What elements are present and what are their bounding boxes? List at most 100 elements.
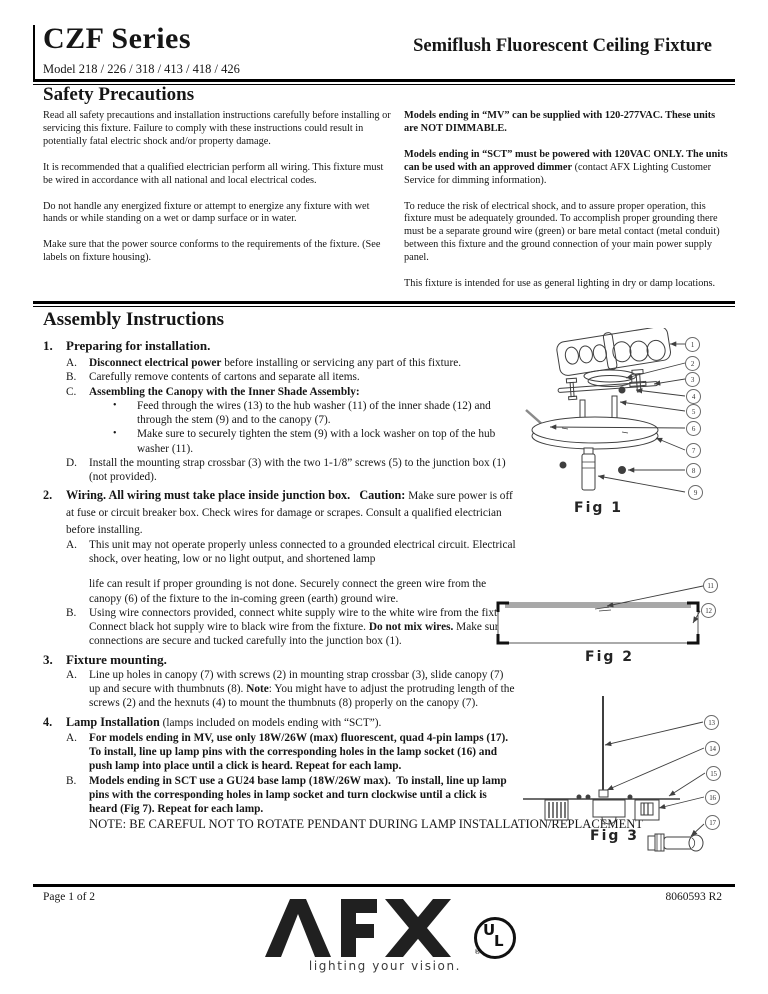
item-marker: D. (66, 457, 77, 470)
page-number: Page 1 of 2 (43, 891, 96, 903)
item-text: Assembling the Canopy with the Inner Sha… (89, 385, 517, 399)
item-bold-text: Do not mix wires. (368, 621, 454, 634)
registered-mark-icon: ® (474, 948, 481, 956)
item-bold-text: Note (246, 683, 269, 696)
series-title: CZF Series (43, 22, 192, 55)
item-marker: A. (66, 538, 77, 551)
fig3-callout-17: 17 (705, 815, 720, 830)
bullet-text: Make sure to securely tighten the stem (… (137, 428, 496, 455)
step-bold-text: Wiring. All wiring must take place insid… (66, 487, 406, 502)
step-number: 4. (43, 714, 53, 729)
item-plain-text: before installing or servicing any part … (221, 357, 462, 369)
item-marker: A. (66, 357, 77, 369)
safety-left-column: Read all safety precautions and installa… (43, 110, 395, 278)
item-text: Disconnect electrical power before insta… (89, 356, 517, 370)
step-heading-text: Wiring. All wiring must take place insid… (66, 487, 517, 538)
item-bold-text: For models ending in MV, use only 18W/26… (89, 731, 509, 773)
document-number: 8060593 R2 (665, 891, 722, 903)
item-text: Using wire connectors provided, connect … (89, 606, 517, 649)
product-title: Semiflush Fluorescent Ceiling Fixture (413, 36, 712, 56)
figure-3-label: Fig 3 (590, 828, 639, 844)
step-number: 3. (43, 651, 53, 667)
step-1b: B. Carefully remove contents of cartons … (43, 370, 517, 384)
figure-2-shade-side-view: 11 12 Fig 2 (495, 575, 735, 672)
footer-rule (33, 884, 735, 887)
ul-letter-u: U (483, 921, 496, 939)
safety-bold-text: Models ending in “MV” can be supplied wi… (404, 110, 716, 134)
fig3-callout-16: 16 (705, 790, 720, 805)
fig3-callout-15: 15 (706, 766, 721, 781)
item-marker: B. (66, 371, 77, 384)
safety-right-column: Models ending in “MV” can be supplied wi… (404, 110, 730, 304)
lamp-warning-note: NOTE: BE CAREFUL NOT TO ROTATE PENDANT D… (89, 817, 644, 832)
fig1-callout-8: 8 (686, 463, 701, 478)
figure-3-line-art (523, 696, 706, 852)
step-1c: C. Assembling the Canopy with the Inner … (43, 385, 517, 399)
item-plain-text: Line up holes in canopy (7) with screws … (89, 668, 504, 696)
figure-1-line-art (525, 328, 686, 493)
fig1-callout-7: 7 (686, 443, 701, 458)
figure-1-label: Fig 1 (574, 500, 623, 516)
item-text: For models ending in MV, use only 18W/26… (89, 731, 517, 774)
step-4-heading: 4. Lamp Installation (lamps included on … (43, 714, 517, 731)
step-2b: B. Using wire connectors provided, conne… (43, 606, 517, 649)
item-text: Line up holes in canopy (7) with screws … (89, 668, 517, 711)
step-bold-text: Lamp Installation (66, 714, 160, 729)
item-bold-text: Models ending in SCT use a GU24 base lam… (89, 774, 507, 816)
safety-paragraph: Do not handle any energized fixture or a… (43, 200, 370, 225)
section-divider-rule (33, 301, 735, 307)
bullet-icon: • (113, 428, 117, 440)
fig1-callout-6: 6 (686, 421, 701, 436)
item-plain-text: Make sure connections are secure and tuc… (89, 621, 504, 648)
step-number: 2. (43, 487, 53, 502)
fig1-callout-9: 9 (688, 485, 703, 500)
fig3-callout-14: 14 (705, 741, 720, 756)
ul-certification-logo: U L ® (474, 917, 516, 959)
safety-paragraph: It is recommended that a qualified elect… (43, 161, 384, 186)
item-text: This unit may not operate properly unles… (89, 538, 516, 565)
safety-paragraph: This fixture is intended for use as gene… (404, 278, 716, 290)
fig1-callout-4: 4 (686, 389, 701, 404)
safety-paragraph: Models ending in “MV” can be supplied wi… (404, 110, 730, 136)
fig2-callout-11: 11 (703, 578, 718, 593)
assembly-title: Assembly Instructions (43, 309, 225, 330)
bullet-icon: • (113, 399, 117, 411)
header-left-border (33, 25, 35, 80)
step-3-heading: 3. Fixture mounting. (43, 652, 517, 668)
figure-2-line-art (496, 585, 704, 645)
fig1-callout-3: 3 (685, 372, 700, 387)
item-text: Carefully remove contents of cartons and… (89, 371, 360, 384)
fig3-callout-13: 13 (704, 715, 719, 730)
fig1-callout-1: 1 (685, 337, 700, 352)
item-bold-text: Disconnect electrical power (89, 357, 222, 369)
item-bold-text: Assembling the Canopy with the Inner Sha… (89, 385, 360, 398)
step-2a-continued: life can result if proper grounding is n… (43, 577, 517, 606)
item-text: Models ending in SCT use a GU24 base lam… (89, 774, 517, 817)
item-text: life can result if proper grounding is n… (89, 578, 487, 605)
item-marker: A. (66, 668, 77, 681)
figure-1-exploded-view: 1 2 3 4 5 6 7 8 9 Fig 1 (522, 328, 762, 520)
safety-paragraph: Models ending in “SCT” must be powered w… (404, 149, 730, 188)
safety-bold-text: Models ending in “SCT” must be powered w… (404, 148, 728, 173)
step-2a: A. This unit may not operate properly un… (43, 538, 517, 567)
step-4a: A. For models ending in MV, use only 18W… (43, 731, 517, 774)
header-rule (33, 79, 735, 85)
item-marker: B. (66, 606, 77, 619)
safety-text: (contact AFX Lighting Customer Service f… (404, 161, 712, 186)
step-1c-bullet-1: • Feed through the wires (13) to the hub… (43, 399, 517, 428)
item-plain-text: Using wire connectors provided, connect … (89, 606, 515, 634)
item-marker: C. (66, 385, 77, 398)
figure-3-ballast-assembly: 13 14 15 16 17 Fig 3 (495, 690, 768, 863)
fig2-callout-12: 12 (701, 603, 716, 618)
step-heading-text: Lamp Installation (lamps included on mod… (66, 714, 517, 731)
step-1d: D. Install the mounting strap crossbar (… (43, 456, 517, 485)
step-heading-text: Fixture mounting. (66, 651, 167, 667)
step-plain-text: (lamps included on models ending with “S… (159, 716, 382, 729)
step-number: 1. (43, 338, 53, 353)
model-list: Model 218 / 226 / 318 / 413 / 418 / 426 (43, 62, 240, 76)
brand-tagline: lighting your vision. (308, 959, 462, 973)
assembly-instructions: 1. Preparing for installation. A. Discon… (43, 338, 644, 832)
fig1-callout-2: 2 (685, 356, 700, 371)
safety-title: Safety Precautions (43, 84, 195, 105)
